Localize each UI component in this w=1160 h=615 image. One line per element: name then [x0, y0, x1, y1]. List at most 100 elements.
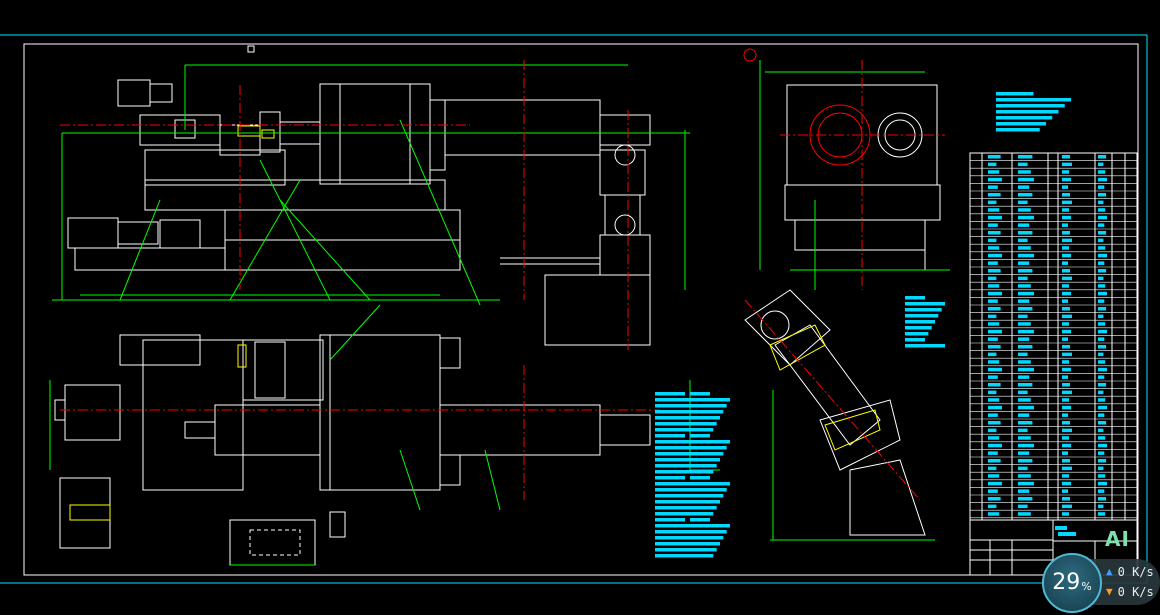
- note-text-line: [655, 482, 715, 486]
- parts-table-cell-text: [1018, 200, 1028, 205]
- note-text-line: [996, 116, 1053, 120]
- parts-table-cell-text: [1062, 162, 1072, 167]
- parts-table-cell-text: [988, 231, 1001, 235]
- parts-table-cell-text: [1098, 299, 1105, 303]
- parts-table-cell-text: [1062, 246, 1069, 250]
- parts-table-cell-text: [988, 314, 997, 319]
- parts-table-cell-text: [1018, 512, 1031, 516]
- parts-table-cell-text: [1098, 291, 1107, 296]
- parts-table-cell-text: [1098, 436, 1106, 440]
- parts-table-cell-text: [1018, 375, 1030, 379]
- parts-table-cell-text: [1018, 466, 1028, 471]
- parts-table-cell-text: [1018, 208, 1031, 212]
- parts-table-cell-text: [1018, 284, 1031, 288]
- ai-logo: AI: [1105, 527, 1130, 551]
- parts-table-cell-text: [988, 215, 1002, 220]
- cpu-usage-gauge[interactable]: 29 %: [1042, 553, 1102, 613]
- note-text-line: [905, 314, 939, 318]
- parts-table-cell-text: [988, 269, 1001, 273]
- parts-table-cell-text: [1062, 337, 1068, 341]
- parts-table-cell-text: [988, 200, 997, 205]
- parts-table-cell-text: [1098, 466, 1104, 471]
- parts-table-cell-text: [1018, 276, 1028, 281]
- parts-table-cell-text: [988, 223, 998, 227]
- upload-speed-row: ▲ 0 K/s: [1106, 565, 1154, 579]
- parts-table-cell-text: [988, 185, 998, 189]
- side-view-flange: [743, 48, 871, 166]
- note-text-line: [996, 110, 1059, 114]
- parts-table-cell-text: [1098, 474, 1106, 478]
- parts-table-cell-text: [988, 299, 998, 303]
- parts-table-cell-text: [988, 170, 1000, 174]
- parts-table-cell-text: [1018, 238, 1028, 243]
- parts-table-cell-text: [1062, 253, 1071, 258]
- note-text-line: [690, 530, 727, 534]
- note-text-line: [905, 338, 925, 342]
- plan-view: [54, 334, 651, 566]
- parts-table-cell-text: [1018, 345, 1033, 349]
- parts-table-cell-text: [988, 261, 998, 265]
- parts-table-cell-text: [1098, 322, 1106, 326]
- note-text-line: [690, 554, 714, 558]
- parts-table-cell-text: [1018, 177, 1034, 182]
- parts-table-cell-text: [1062, 451, 1068, 455]
- parts-table-cell-text: [1098, 253, 1107, 258]
- parts-table-cell-text: [1018, 443, 1034, 448]
- parts-table-cell-text: [1018, 481, 1034, 486]
- parts-table-cell-text: [1098, 352, 1104, 357]
- parts-table-cell-text: [1062, 512, 1069, 516]
- parts-table-cell-text: [1018, 337, 1030, 341]
- parts-table-cell-text: [1018, 497, 1033, 501]
- network-monitor-widget[interactable]: ▲ 0 K/s ▼ 0 K/s 29 %: [1040, 551, 1160, 615]
- dimension-lines: [49, 60, 950, 566]
- note-text-line: [905, 320, 935, 324]
- parts-table-cell-text: [1098, 481, 1107, 486]
- note-text-line: [905, 302, 945, 306]
- cpu-percent: 29: [1052, 570, 1081, 595]
- note-text-line: [655, 476, 685, 480]
- parts-table-cell-text: [1062, 390, 1072, 395]
- parts-table-cell-text: [1098, 345, 1107, 349]
- note-text-line: [690, 446, 727, 450]
- parts-table-cell-text: [1062, 193, 1070, 197]
- note-text-line: [690, 434, 710, 438]
- note-text-line: [690, 470, 714, 474]
- parts-table-cell-text: [988, 284, 1000, 288]
- note-text-line: [905, 332, 929, 336]
- parts-table-cell-text: [1098, 375, 1105, 379]
- note-text-line: [655, 434, 685, 438]
- parts-table-cell-text: [988, 367, 1002, 372]
- note-text-line: [690, 398, 730, 402]
- note-text-line: [655, 548, 695, 552]
- parts-table-cell-text: [1062, 231, 1070, 235]
- parts-table-cell-text: [988, 238, 997, 243]
- parts-table-cell-text: [1098, 276, 1104, 281]
- note-text-line: [690, 488, 727, 492]
- parts-table-cell-text: [1062, 215, 1071, 220]
- note-text-line: [655, 392, 685, 396]
- technical-notes: [655, 92, 1071, 558]
- parts-table-cell-text: [1098, 215, 1107, 220]
- parts-table-cell-text: [1098, 177, 1107, 182]
- parts-table-cell-text: [1062, 307, 1070, 311]
- note-text-line: [655, 422, 695, 426]
- parts-table-cell-text: [988, 253, 1002, 258]
- parts-table-cell-text: [988, 375, 998, 379]
- note-text-line: [690, 416, 720, 420]
- arrow-down-icon: ▼: [1106, 585, 1113, 598]
- parts-table-cell-text: [1062, 177, 1071, 182]
- parts-table-cell-text: [1098, 383, 1107, 387]
- download-speed-row: ▼ 0 K/s: [1106, 585, 1154, 599]
- parts-table-cell-text: [1098, 451, 1105, 455]
- parts-table-cell-text: [1018, 390, 1028, 395]
- parts-table-cell-text: [1098, 307, 1107, 311]
- parts-table-cell-text: [1018, 398, 1031, 402]
- parts-table-cell-text: [988, 291, 1002, 296]
- note-text-line: [655, 440, 715, 444]
- parts-table-cell-text: [988, 337, 998, 341]
- parts-table-cell-text: [1062, 421, 1070, 425]
- parts-table-cell-text: [1018, 215, 1034, 220]
- parts-table-cell-text: [988, 162, 997, 167]
- parts-table-cell-text: [1062, 436, 1069, 440]
